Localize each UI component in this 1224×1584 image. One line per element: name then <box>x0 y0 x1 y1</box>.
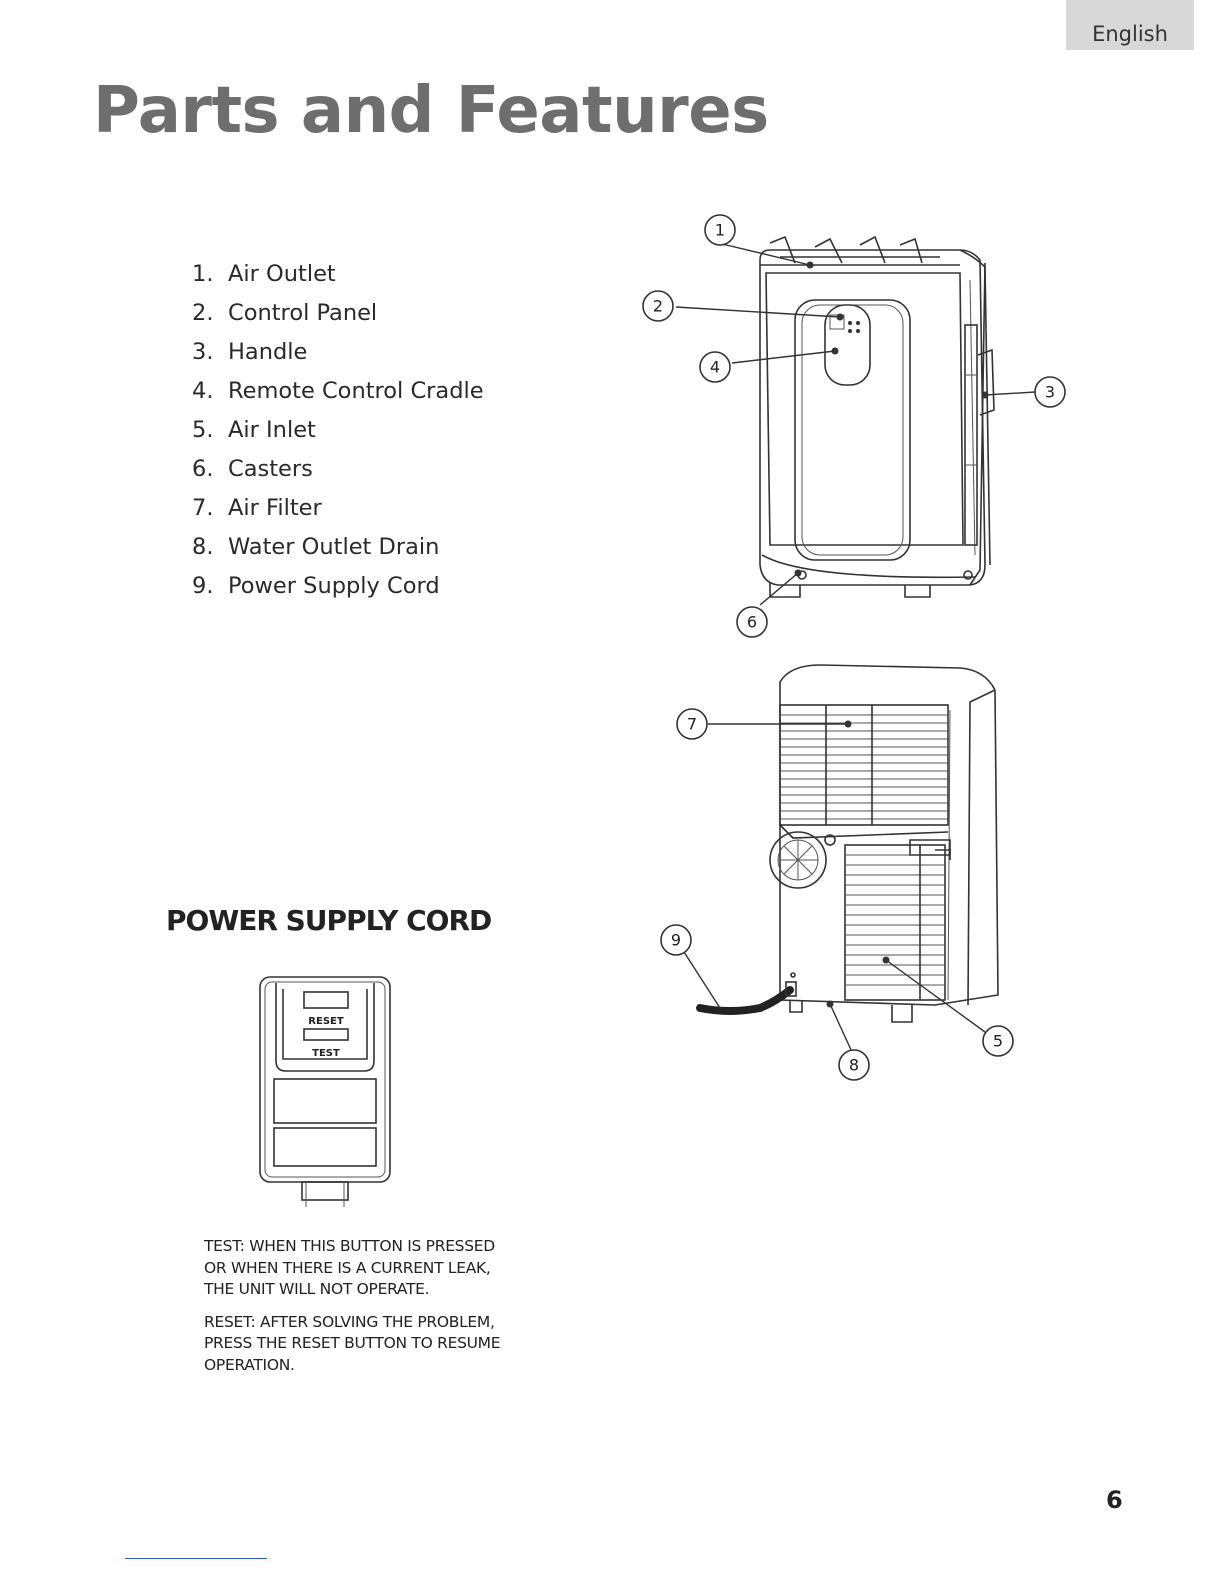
footer-divider <box>125 1558 267 1559</box>
plug-reset-label: RESET <box>308 1016 344 1027</box>
rear-view-illustration: 7 9 5 8 <box>660 664 1014 1081</box>
test-note: TEST: WHEN THIS BUTTON IS PRESSED OR WHE… <box>204 1237 495 1298</box>
power-plug-illustration: RESET TEST <box>259 976 391 1207</box>
language-tab: English <box>1066 0 1194 50</box>
svg-text:3: 3 <box>1045 383 1055 402</box>
callout-5: 5 <box>982 1025 1014 1057</box>
list-item-number: 7. <box>192 495 214 521</box>
callout-6: 6 <box>736 606 768 638</box>
list-item-number: 1. <box>192 261 214 287</box>
page-title: Parts and Features <box>93 74 769 148</box>
svg-text:5: 5 <box>993 1032 1003 1051</box>
list-item: 8. Water Outlet Drain <box>192 528 484 567</box>
page-number: 6 <box>1106 1486 1123 1514</box>
list-item: 4. Remote Control Cradle <box>192 372 484 411</box>
callout-2: 2 <box>642 290 674 322</box>
list-item: 5. Air Inlet <box>192 411 484 450</box>
list-item-label: Handle <box>228 339 308 365</box>
callout-9: 9 <box>660 924 692 956</box>
callout-1: 1 <box>704 214 736 246</box>
list-item-number: 4. <box>192 378 214 404</box>
list-item-number: 3. <box>192 339 214 365</box>
list-item-label: Power Supply Cord <box>228 573 440 599</box>
list-item: 2. Control Panel <box>192 294 484 333</box>
list-item: 3. Handle <box>192 333 484 372</box>
list-item-number: 5. <box>192 417 214 443</box>
list-item-label: Air Filter <box>228 495 322 521</box>
list-item-number: 6. <box>192 456 214 482</box>
plug-test-label: TEST <box>312 1048 340 1059</box>
list-item: 9. Power Supply Cord <box>192 567 484 606</box>
callout-4: 4 <box>699 351 731 383</box>
callout-3: 3 <box>1034 376 1066 408</box>
power-cord-heading: POWER SUPPLY CORD <box>166 904 492 937</box>
callout-7: 7 <box>676 708 708 740</box>
svg-text:1: 1 <box>715 221 725 240</box>
list-item-number: 8. <box>192 534 214 560</box>
list-item: 7. Air Filter <box>192 489 484 528</box>
svg-text:7: 7 <box>687 715 697 734</box>
callout-8: 8 <box>838 1049 870 1081</box>
list-item-label: Air Inlet <box>228 417 316 443</box>
list-item-number: 9. <box>192 573 214 599</box>
list-item: 6. Casters <box>192 450 484 489</box>
svg-text:2: 2 <box>653 297 663 316</box>
list-item-number: 2. <box>192 300 214 326</box>
list-item-label: Water Outlet Drain <box>228 534 440 560</box>
list-item: 1. Air Outlet <box>192 255 484 294</box>
front-view-illustration: 1 2 3 4 6 <box>642 214 1066 638</box>
svg-text:6: 6 <box>747 613 757 632</box>
svg-text:9: 9 <box>671 931 681 950</box>
list-item-label: Casters <box>228 456 313 482</box>
list-item-label: Remote Control Cradle <box>228 378 484 404</box>
svg-text:4: 4 <box>710 358 720 377</box>
svg-text:8: 8 <box>849 1056 859 1075</box>
reset-note: RESET: AFTER SOLVING THE PROBLEM, PRESS … <box>204 1312 501 1374</box>
list-item-label: Control Panel <box>228 300 378 326</box>
parts-list: 1. Air Outlet 2. Control Panel 3. Handle 4.… <box>192 255 484 606</box>
power-cord-notes: TEST: WHEN THIS BUTTON IS PRESSED OR WHE… <box>204 1236 504 1387</box>
list-item-label: Air Outlet <box>228 261 336 287</box>
